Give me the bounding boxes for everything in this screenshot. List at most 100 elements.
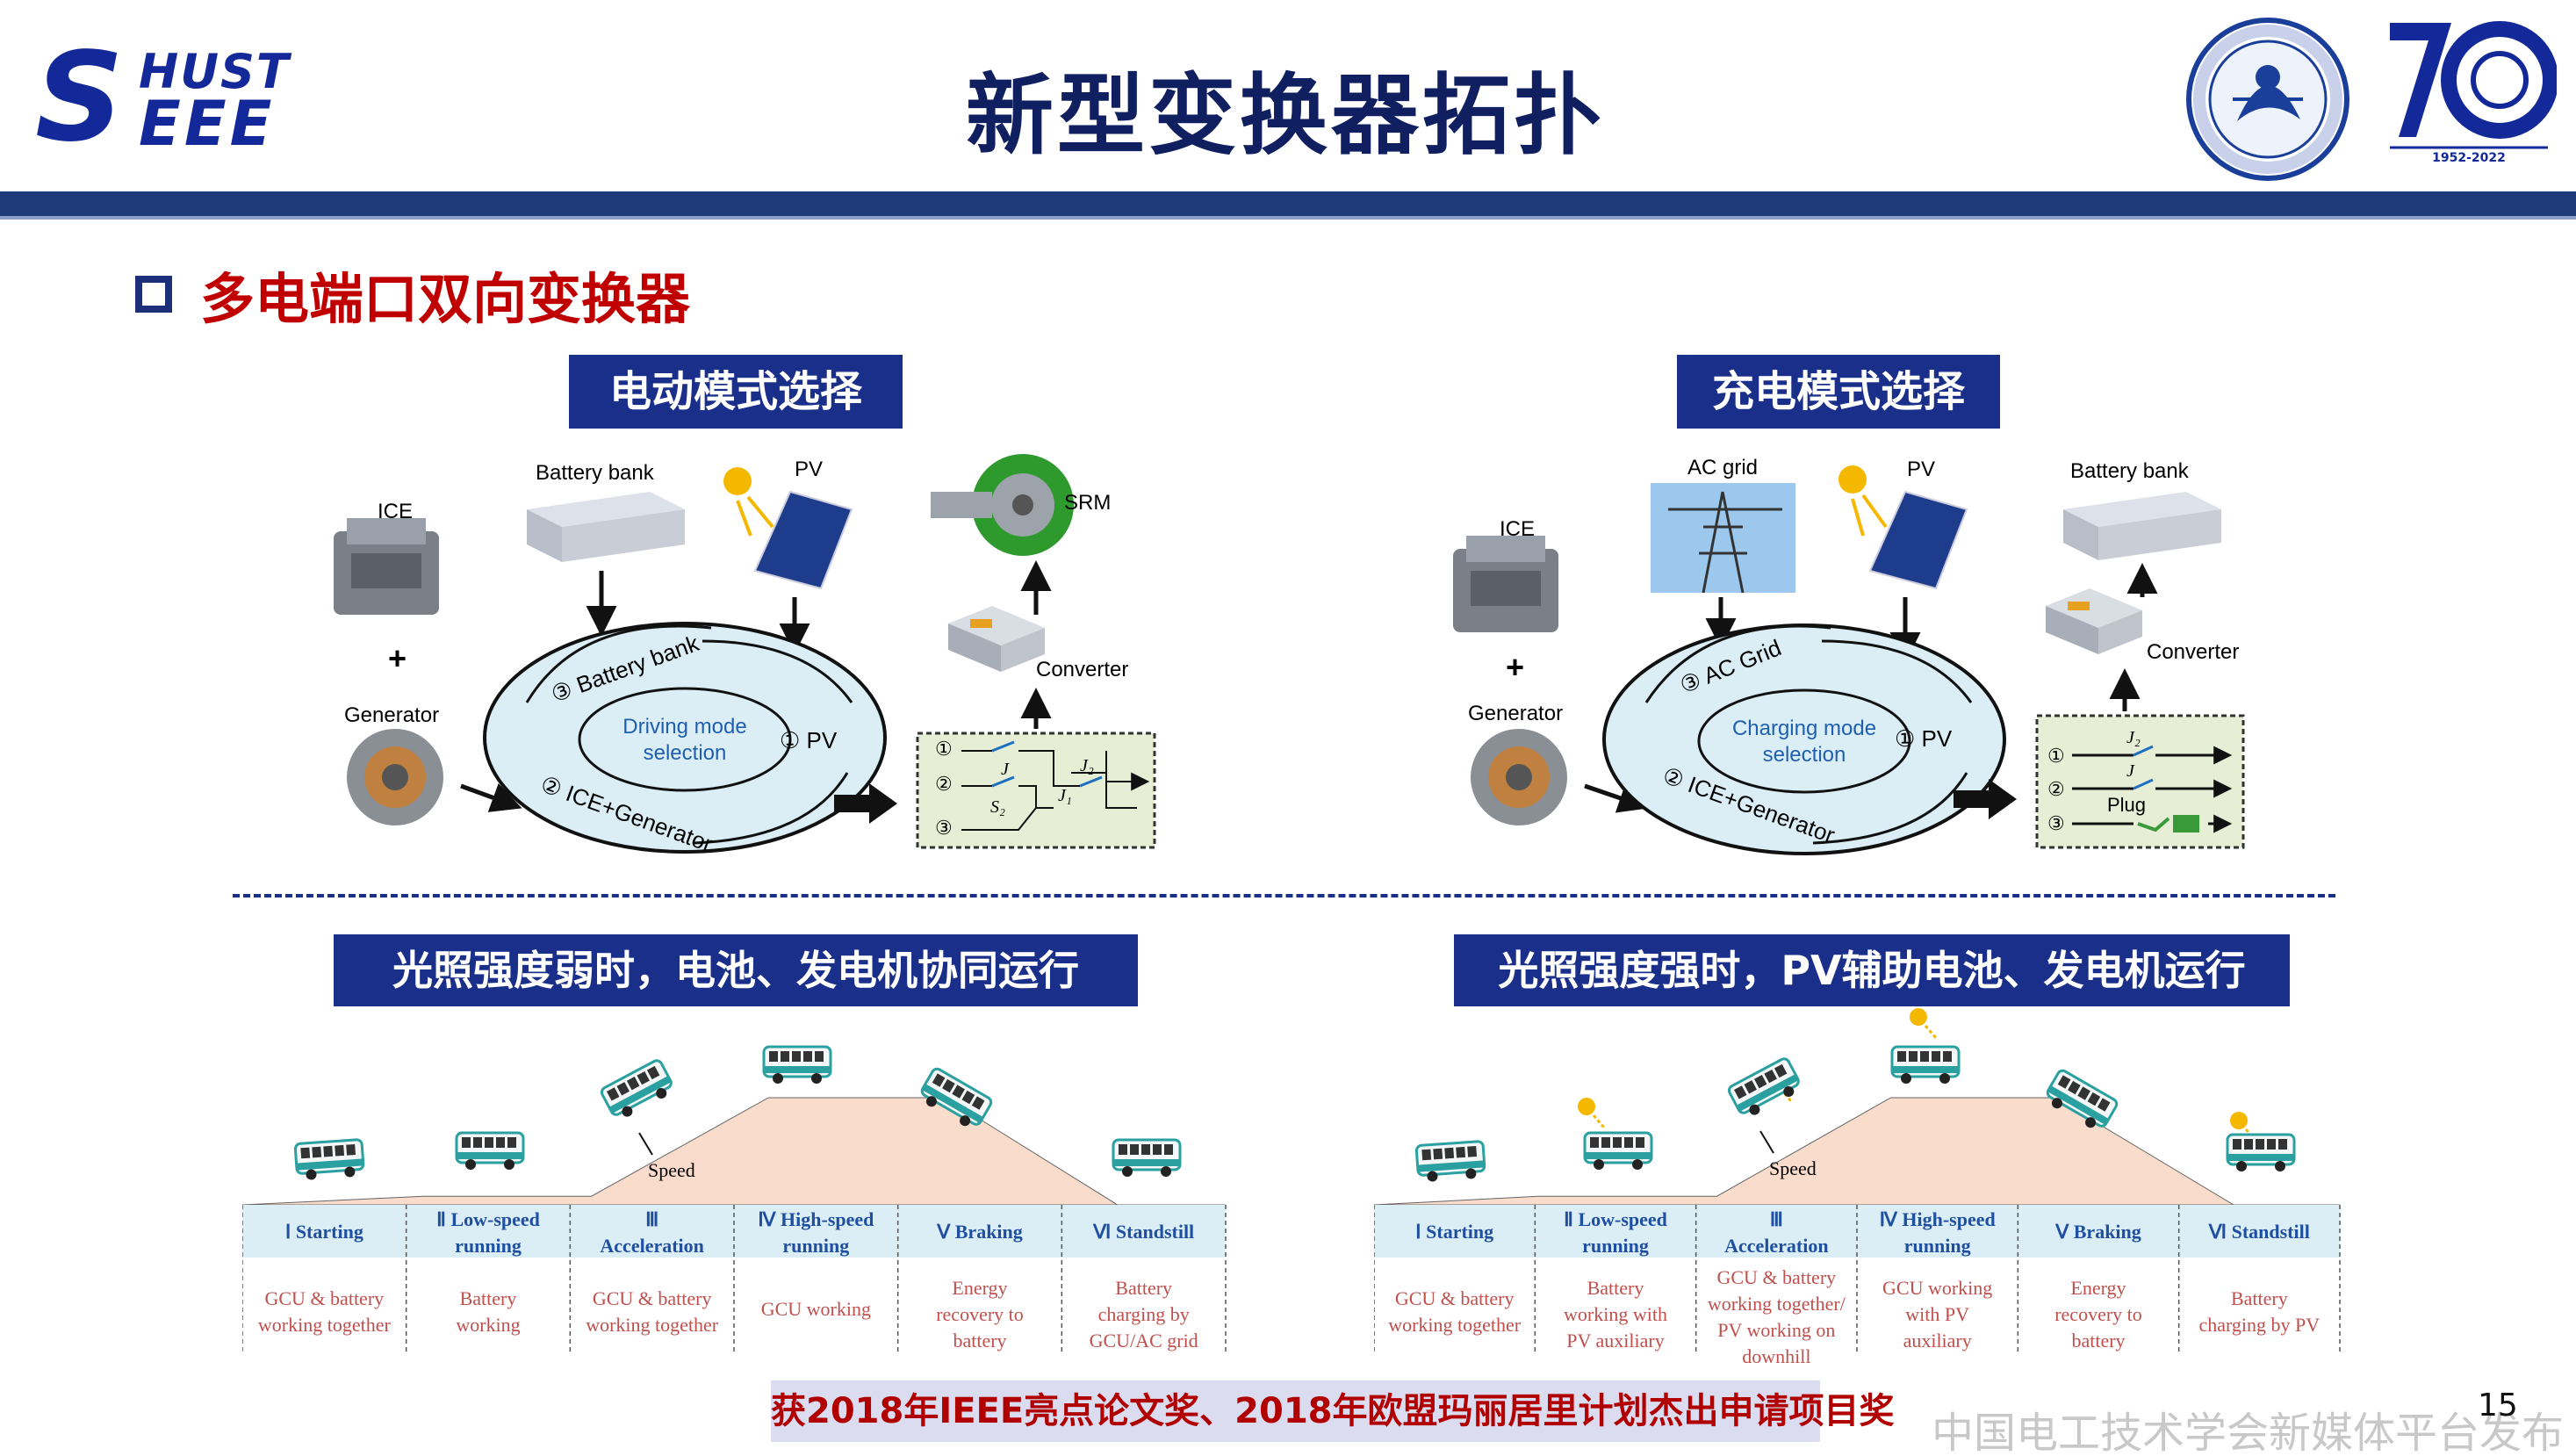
driving-switch-j: J — [1001, 760, 1010, 779]
charging-plug-icon — [2137, 815, 2199, 833]
stage-5-name: Ⅴ Braking — [2054, 1221, 2141, 1243]
svg-text:downhill: downhill — [1742, 1345, 1810, 1367]
stage-5-bus-icon — [920, 1067, 993, 1127]
terrain-profile — [242, 1097, 1226, 1206]
stage-2-bus-icon — [1583, 1131, 1653, 1170]
svg-text:charging by PV: charging by PV — [2198, 1314, 2320, 1336]
stage-1-description: GCU & battery working together — [1388, 1287, 1522, 1336]
driving-srm-motor-icon — [931, 454, 1074, 556]
charging-sun-icon — [1838, 465, 1888, 537]
stage-1-bus-icon — [293, 1138, 365, 1180]
svg-text:running: running — [1582, 1235, 1649, 1257]
svg-text:working together: working together — [1388, 1314, 1522, 1336]
logo-s-letter: S — [35, 26, 124, 169]
svg-text:with PV: with PV — [1905, 1303, 1969, 1325]
driving-generator-icon — [347, 729, 443, 825]
anniversary-badge: 1952-2022 — [2381, 14, 2557, 190]
section-title: 多电端口双向变换器 — [200, 267, 691, 331]
weak-light-banner: 光照强度弱时，电池、发电机协同运行 — [334, 934, 1138, 1006]
svg-text:GCU & battery: GCU & battery — [265, 1287, 385, 1309]
svg-text:Ⅵ Standstill: Ⅵ Standstill — [1092, 1221, 1194, 1243]
svg-text:working together: working together — [258, 1314, 392, 1336]
stage-2-sun-icon — [1578, 1098, 1606, 1128]
charging-plus-sign: + — [1506, 649, 1524, 685]
charging-power-tower-icon — [1651, 483, 1795, 594]
stage-5-name: Ⅴ Braking — [936, 1221, 1023, 1243]
svg-text:Ⅲ: Ⅲ — [1770, 1208, 1783, 1230]
driving-arc-pv-label: ① PV — [780, 727, 838, 753]
svg-text:running: running — [455, 1235, 522, 1257]
driving-mode-diagram: ICE + Generator Battery bank PV Driving … — [334, 454, 1156, 857]
svg-text:working: working — [456, 1314, 520, 1336]
svg-text:GCU & battery: GCU & battery — [1717, 1266, 1837, 1288]
anniversary-70-icon — [2390, 21, 2557, 149]
stage-3-bus-icon — [1727, 1057, 1800, 1115]
charging-generator-label: Generator — [1468, 702, 1563, 725]
svg-text:Ⅰ Starting: Ⅰ Starting — [1415, 1221, 1493, 1243]
driving-center-line2: selection — [644, 741, 727, 765]
svg-text:GCU & battery: GCU & battery — [1395, 1287, 1515, 1309]
svg-text:Ⅲ: Ⅲ — [645, 1208, 658, 1230]
driving-switch-j2: J₂ — [1080, 756, 1094, 775]
svg-text:Ⅳ High-speed: Ⅳ High-speed — [758, 1208, 874, 1230]
driving-plus-sign: + — [388, 640, 407, 676]
stage-4-sun-icon — [1910, 1008, 1938, 1039]
driving-converter-icon — [948, 606, 1045, 672]
stage-4-bus-icon — [762, 1045, 832, 1084]
svg-text:GCU/AC grid: GCU/AC grid — [1090, 1330, 1198, 1351]
svg-text:Ⅰ Starting: Ⅰ Starting — [285, 1221, 363, 1243]
stage-4-bus-icon — [1890, 1045, 1961, 1084]
page-title: 新型变换器拓扑 — [966, 64, 1605, 167]
driving-center-line1: Driving mode — [622, 715, 746, 739]
svg-text:Battery: Battery — [1587, 1277, 1644, 1299]
stage-5-bus-icon — [2046, 1069, 2119, 1128]
driving-sun-icon — [723, 467, 774, 537]
header-bar — [0, 191, 2576, 216]
svg-text:working with: working with — [1564, 1303, 1667, 1325]
driving-engine-icon — [334, 518, 439, 615]
charging-generator-icon — [1471, 729, 1567, 825]
logo-hust-text: HUST — [139, 44, 291, 99]
stage-1-name: Ⅰ Starting — [1415, 1221, 1493, 1243]
school-seal-icon — [2186, 18, 2349, 181]
badge-years: 1952-2022 — [2432, 151, 2506, 165]
driving-battery-label: Battery bank — [536, 461, 655, 485]
school-logo: S HUST EEE — [35, 26, 289, 169]
driving-port-1: ① — [935, 738, 953, 760]
svg-text:GCU working: GCU working — [1882, 1277, 1992, 1299]
driving-mode-banner: 电动模式选择 — [569, 355, 903, 429]
stage-1-name: Ⅰ Starting — [285, 1221, 363, 1243]
charging-port-2: ② — [2047, 778, 2065, 800]
svg-text:charging by: charging by — [1098, 1303, 1190, 1325]
svg-text:PV working on: PV working on — [1717, 1319, 1835, 1341]
charging-plug-label: Plug — [2107, 794, 2146, 816]
charging-battery-label: Battery bank — [2070, 459, 2190, 483]
driving-converter-label: Converter — [1036, 658, 1128, 681]
stage-1-bus-icon — [1414, 1140, 1486, 1182]
svg-text:recovery to: recovery to — [936, 1303, 1024, 1325]
svg-text:battery: battery — [2071, 1330, 2125, 1351]
stage-6-bus-icon — [1112, 1138, 1182, 1177]
stage-6-name: Ⅵ Standstill — [1092, 1221, 1194, 1243]
charging-center-line2: selection — [1763, 743, 1846, 767]
svg-text:Ⅳ High-speed: Ⅳ High-speed — [1880, 1208, 1996, 1230]
terrain-profile — [1374, 1097, 2340, 1206]
stage-2-bus-icon — [455, 1131, 525, 1170]
svg-text:running: running — [1904, 1235, 1971, 1257]
svg-text:Ⅱ Low-speed: Ⅱ Low-speed — [436, 1208, 540, 1230]
speed-arrow — [1759, 1130, 1774, 1154]
charging-converter-icon — [2046, 588, 2142, 654]
award-note: 获2018年IEEE亮点论文奖、2018年欧盟玛丽居里计划杰出申请项目奖 — [771, 1380, 1895, 1442]
charging-arc-pv-label: ① PV — [1895, 725, 1953, 752]
stage-1-description: GCU & battery working together — [258, 1287, 392, 1336]
charging-port-3: ③ — [2047, 812, 2065, 834]
